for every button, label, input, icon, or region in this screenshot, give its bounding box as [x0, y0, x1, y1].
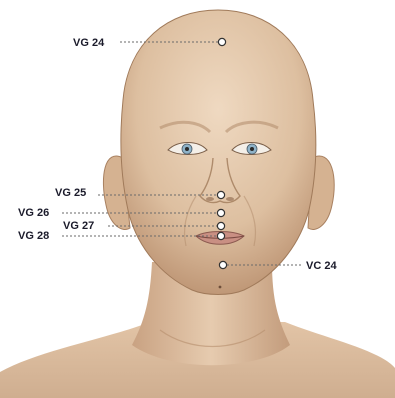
point-marker-vg26: [217, 209, 224, 216]
head: [121, 10, 316, 295]
point-label-vg27: VG 27: [63, 220, 94, 232]
point-marker-vg24: [218, 38, 225, 45]
point-label-vg28: VG 28: [18, 230, 49, 242]
point-label-vg26: VG 26: [18, 207, 49, 219]
point-marker-vg28: [217, 232, 224, 239]
point-label-vc24: VC 24: [306, 260, 337, 272]
point-marker-vg27: [217, 222, 224, 229]
point-label-vg25: VG 25: [55, 187, 86, 199]
point-label-vg24: VG 24: [73, 37, 105, 49]
point-marker-vg25: [217, 191, 224, 198]
point-marker-vc24: [219, 261, 226, 268]
